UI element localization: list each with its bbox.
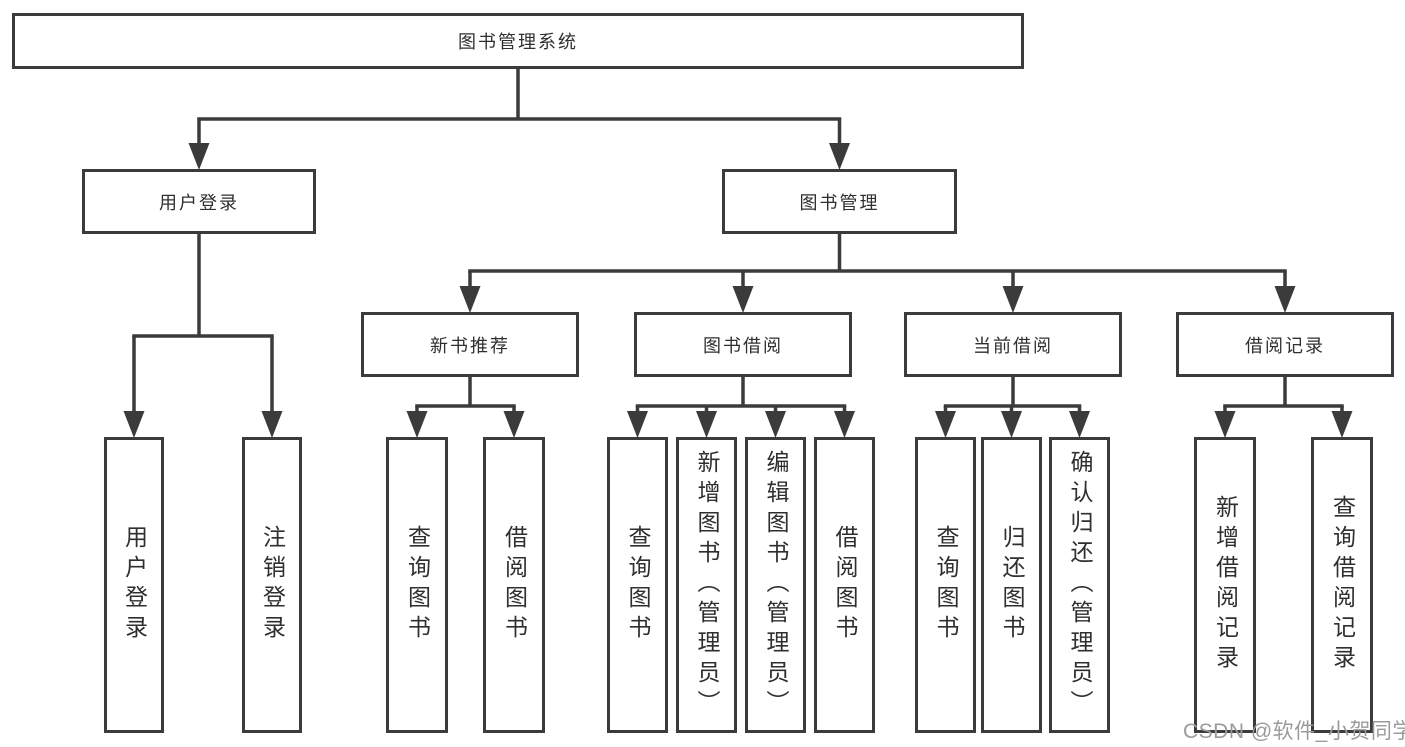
node-leaf-borrow-book-1: 借阅图书 (483, 437, 545, 733)
node-leaf-return-book: 归还图书 (981, 437, 1042, 733)
node-book-borrowing: 图书借阅 (634, 312, 852, 377)
node-new-book-recommend: 新书推荐 (361, 312, 579, 377)
node-leaf-borrow-book-2: 借阅图书 (814, 437, 875, 733)
node-book-management: 图书管理 (722, 169, 957, 234)
node-label-leaf-query-book-2: 查询图书 (625, 525, 651, 645)
node-label-user-login: 用户登录 (159, 192, 239, 213)
node-label-leaf-query-record: 查询借阅记录 (1329, 495, 1356, 675)
node-leaf-query-book-1: 查询图书 (386, 437, 448, 733)
node-root: 图书管理系统 (12, 13, 1024, 69)
node-label-leaf-confirm-return: 确认归还（管理员） (1067, 450, 1093, 720)
node-label-leaf-borrow-book-2: 借阅图书 (832, 525, 858, 645)
node-leaf-user-login: 用户登录 (104, 437, 164, 733)
node-label-leaf-add-record: 新增借阅记录 (1212, 495, 1239, 675)
node-label-leaf-query-book-1: 查询图书 (404, 525, 431, 645)
node-leaf-logout: 注销登录 (242, 437, 302, 733)
node-label-root: 图书管理系统 (458, 32, 578, 52)
node-label-borrowing-records: 借阅记录 (1245, 335, 1325, 356)
node-leaf-query-book-3: 查询图书 (915, 437, 976, 733)
node-label-leaf-return-book: 归还图书 (999, 525, 1025, 645)
node-label-leaf-logout: 注销登录 (259, 525, 286, 645)
node-label-leaf-borrow-book-1: 借阅图书 (501, 525, 528, 645)
node-borrowing-records: 借阅记录 (1176, 312, 1394, 377)
node-leaf-edit-book: 编辑图书（管理员） (745, 437, 806, 733)
node-label-new-book-recommend: 新书推荐 (430, 335, 510, 356)
node-label-book-borrowing: 图书借阅 (703, 335, 783, 356)
node-leaf-query-book-2: 查询图书 (607, 437, 668, 733)
node-current-borrowing: 当前借阅 (904, 312, 1122, 377)
node-label-leaf-edit-book: 编辑图书（管理员） (763, 450, 789, 720)
node-leaf-query-record: 查询借阅记录 (1311, 437, 1373, 733)
node-label-leaf-query-book-3: 查询图书 (933, 525, 959, 645)
node-label-current-borrowing: 当前借阅 (973, 335, 1053, 356)
node-label-book-management: 图书管理 (799, 192, 880, 213)
node-user-login: 用户登录 (82, 169, 316, 234)
node-leaf-add-book: 新增图书（管理员） (676, 437, 737, 733)
node-label-leaf-user-login: 用户登录 (121, 525, 148, 645)
node-label-leaf-add-book: 新增图书（管理员） (694, 450, 720, 720)
node-leaf-confirm-return: 确认归还（管理员） (1049, 437, 1110, 733)
watermark: CSDN @软件_小贺同学 (1183, 720, 1405, 743)
node-leaf-add-record: 新增借阅记录 (1194, 437, 1256, 733)
